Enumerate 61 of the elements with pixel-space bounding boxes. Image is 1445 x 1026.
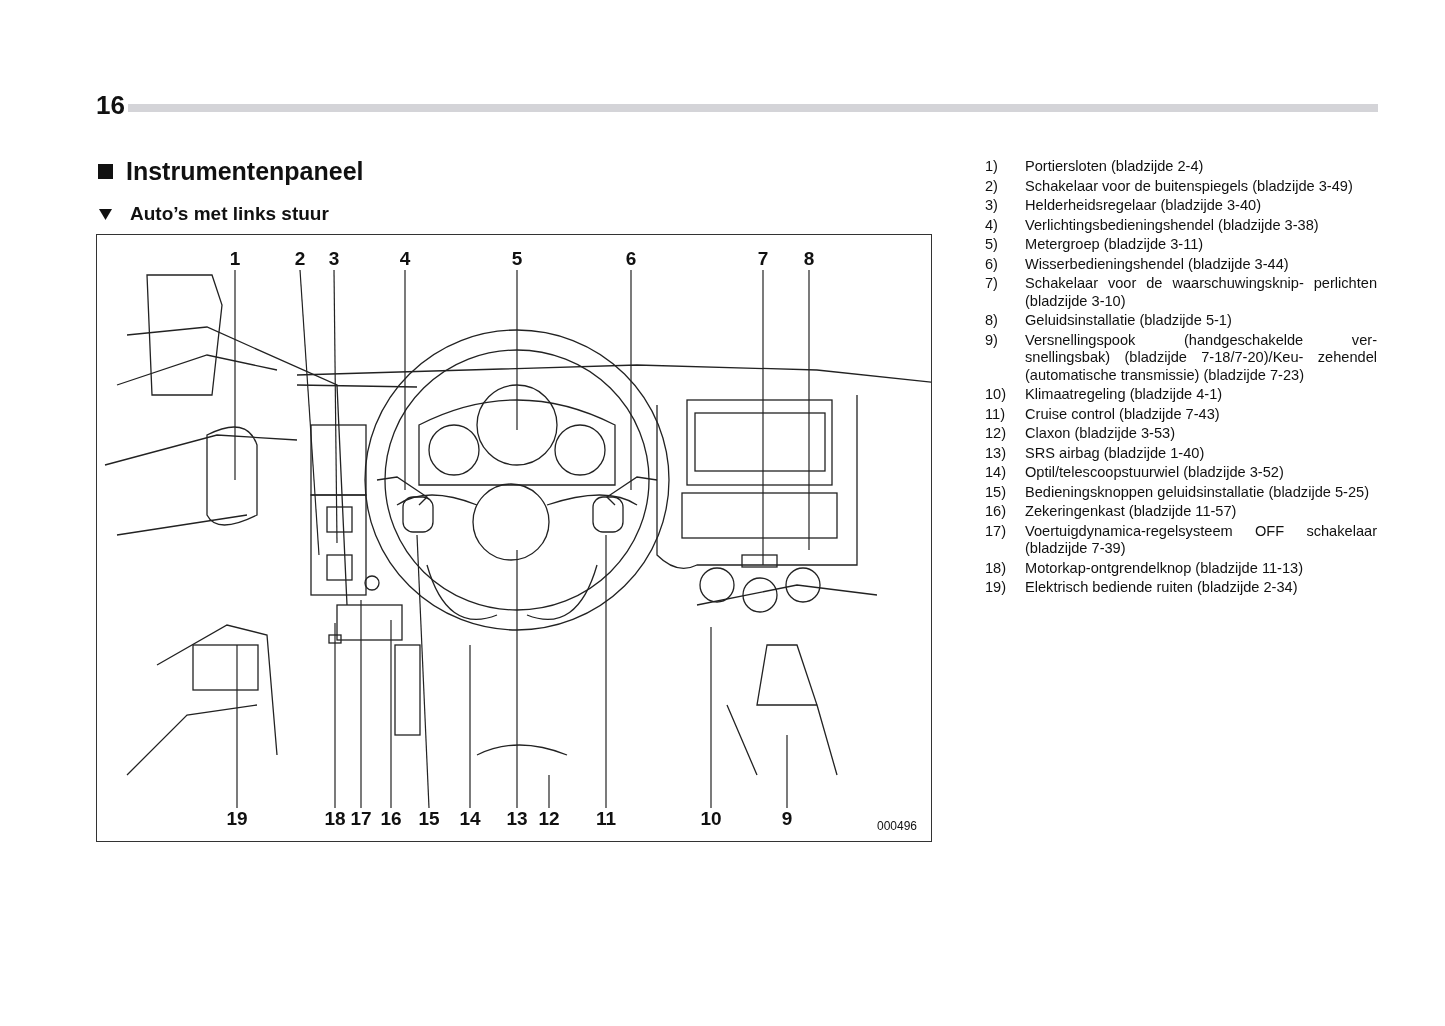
leader-line: [605, 534, 607, 809]
leader-line: [808, 269, 810, 551]
item-number: 16): [985, 503, 1007, 521]
leader-line: [333, 269, 338, 544]
item-description: Versnellingspook (handgeschakelde ver- snellingsbak) (bladzijde 7-18/7-20)/Keu- zehendel (automatische transmissie) (bladzijde 7-23): [1025, 331, 1377, 384]
item-description: Portiersloten (bladzijde 2-4): [1025, 158, 1205, 176]
leader-line: [630, 269, 632, 491]
item-description: Klimaatregeling (bladzijde 4-1): [1025, 386, 1224, 404]
item-number: 1): [985, 158, 998, 176]
item-description: Zekeringenkast (bladzijde 11-57): [1025, 503, 1238, 521]
item-description: Schakelaar voor de waarschuwingsknip- perlichten (bladzijde 3-10): [1025, 275, 1377, 310]
item-description: Verlichtingsbedieningshendel (bladzijde 3-38): [1025, 216, 1320, 234]
item-description: Helderheidsregelaar (bladzijde 3-40): [1025, 197, 1263, 215]
leader-line: [469, 644, 471, 809]
leader-line: [786, 734, 788, 809]
item-number: 14): [985, 464, 1007, 482]
item-description: Metergroep (bladzijde 3-11): [1025, 236, 1205, 254]
leader-line: [360, 599, 362, 809]
item-number: 15): [985, 483, 1007, 501]
item-description: Voertuigdynamica-regelsysteem OFF schakelaar (bladzijde 7-39): [1025, 522, 1377, 558]
page-number: 16: [96, 90, 125, 121]
item-number: 17): [985, 522, 1007, 540]
item-description: Cruise control (bladzijde 7-43): [1025, 405, 1221, 423]
item-number: 12): [985, 425, 1007, 443]
item-number: 7): [985, 275, 998, 293]
leader-line: [236, 644, 238, 809]
item-description: Wisserbedieningshendel (bladzijde 3-44): [1025, 255, 1290, 273]
leader-line: [334, 622, 336, 809]
item-number: 13): [985, 444, 1007, 462]
item-number: 19): [985, 579, 1007, 597]
item-number: 11): [985, 405, 1005, 423]
subsection-heading: Auto’s met links stuur: [130, 203, 329, 225]
item-description: SRS airbag (bladzijde 1-40): [1025, 444, 1206, 462]
item-description: Motorkap-ontgrendelknop (bladzijde 11-13): [1025, 559, 1304, 577]
item-number: 5): [985, 236, 998, 254]
item-number: 10): [985, 386, 1007, 404]
leader-line: [516, 269, 518, 431]
item-description: Bedieningsknoppen geluidsinstallatie (bladzijde 5-25): [1025, 483, 1370, 501]
leader-line: [548, 774, 550, 809]
item-description: Geluidsinstallatie (bladzijde 5-1): [1025, 312, 1233, 330]
item-number: 4): [985, 216, 998, 234]
leader-line: [404, 269, 406, 491]
item-number: 3): [985, 197, 998, 215]
item-number: 18): [985, 559, 1007, 577]
item-number: 9): [985, 331, 998, 349]
section-title: Instrumentenpaneel: [126, 157, 364, 186]
leader-line: [299, 269, 320, 556]
leader-line: [390, 619, 392, 809]
leader-line: [416, 534, 430, 809]
item-description: Schakelaar voor de buitenspiegels (bladzijde 3-49): [1025, 177, 1354, 195]
item-number: 8): [985, 312, 998, 330]
item-number: 6): [985, 255, 998, 273]
leader-line: [762, 269, 764, 566]
figure-code: 000496: [876, 819, 917, 833]
leader-line: [234, 269, 236, 481]
item-description: Claxon (bladzijde 3-53): [1025, 425, 1177, 443]
leader-line: [516, 549, 518, 809]
item-number: 2): [985, 177, 998, 195]
leader-line: [710, 626, 712, 809]
item-description: Optil/telescoopstuurwiel (bladzijde 3-52): [1025, 464, 1285, 482]
item-description: Elektrisch bediende ruiten (bladzijde 2-34): [1025, 579, 1299, 597]
